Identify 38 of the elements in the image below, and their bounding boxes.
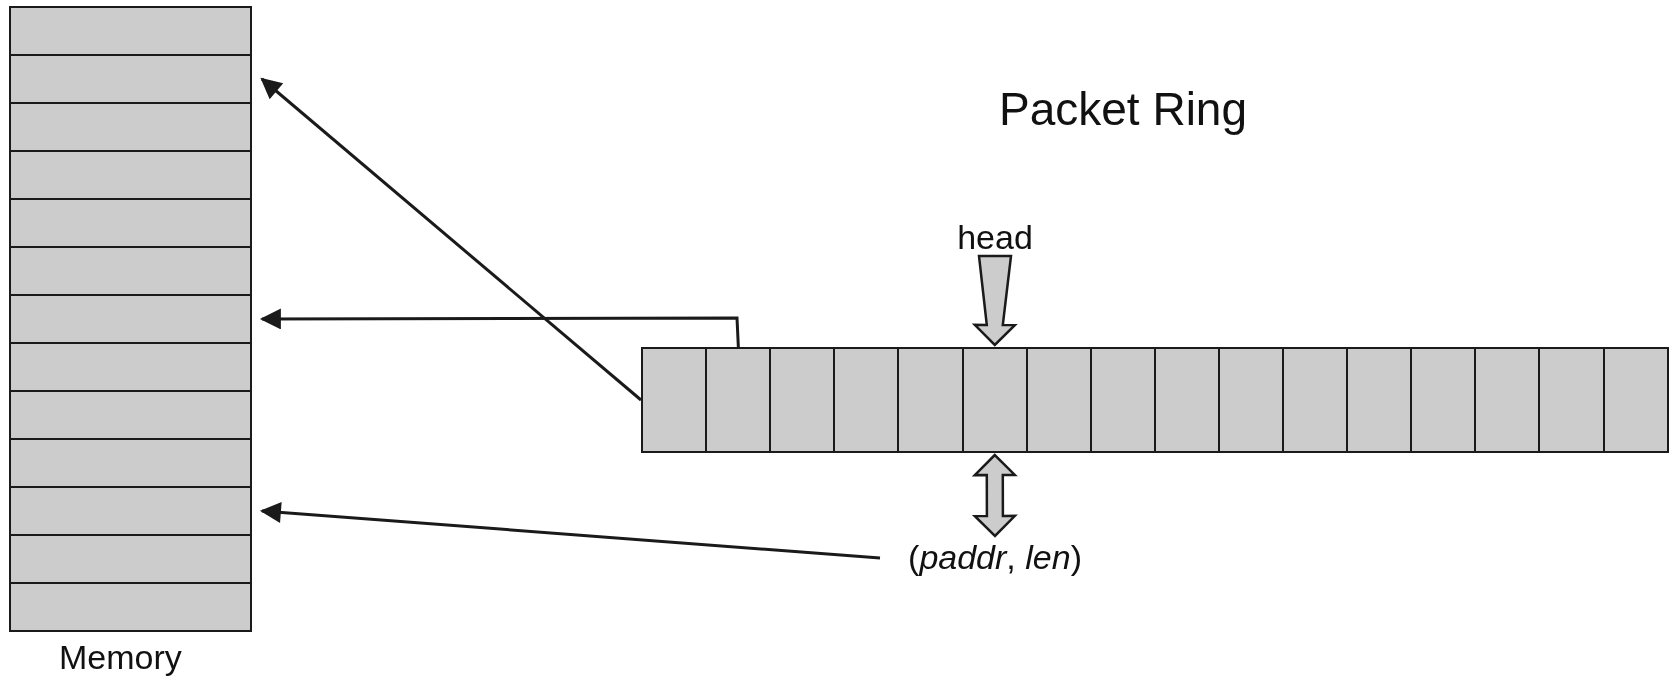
memory-cell bbox=[9, 102, 252, 152]
block-arrow bbox=[971, 254, 1018, 347]
ring-slot bbox=[1089, 347, 1157, 453]
ring-slot bbox=[1153, 347, 1221, 453]
ring-slot bbox=[833, 347, 900, 453]
memory-cell bbox=[9, 246, 252, 296]
memory-cell bbox=[9, 582, 252, 632]
ring-slot bbox=[705, 347, 772, 453]
ring-slot bbox=[1346, 347, 1413, 453]
memory-cell bbox=[9, 534, 252, 584]
memory-cell bbox=[9, 342, 252, 392]
ring-slot bbox=[1538, 347, 1605, 453]
arrow bbox=[259, 308, 740, 348]
ring-slot bbox=[1410, 347, 1477, 453]
memory-cell bbox=[9, 294, 252, 344]
ring-slot bbox=[641, 347, 708, 453]
memory-cell bbox=[9, 6, 252, 56]
memory-cell bbox=[9, 390, 252, 440]
memory-cell bbox=[9, 54, 252, 104]
ring-slot bbox=[1025, 347, 1093, 453]
arrow bbox=[260, 77, 642, 402]
ring-title: Packet Ring bbox=[999, 82, 1247, 136]
memory-label: Memory bbox=[59, 638, 182, 677]
ring-slot bbox=[961, 347, 1028, 453]
descriptor-label: (paddr, len) bbox=[907, 538, 1083, 577]
ring-slot bbox=[1282, 347, 1349, 453]
ring-slot bbox=[1602, 347, 1669, 453]
arrow bbox=[259, 501, 881, 560]
ring-slot bbox=[1217, 347, 1285, 453]
ring-slot bbox=[769, 347, 836, 453]
double-block-arrow bbox=[971, 453, 1018, 538]
memory-cell bbox=[9, 198, 252, 248]
ring-slot bbox=[1474, 347, 1541, 453]
memory-cell bbox=[9, 486, 252, 536]
memory-cell bbox=[9, 150, 252, 200]
memory-cell bbox=[9, 438, 252, 488]
head-label: head bbox=[956, 218, 1034, 257]
ring-slot bbox=[897, 347, 964, 453]
